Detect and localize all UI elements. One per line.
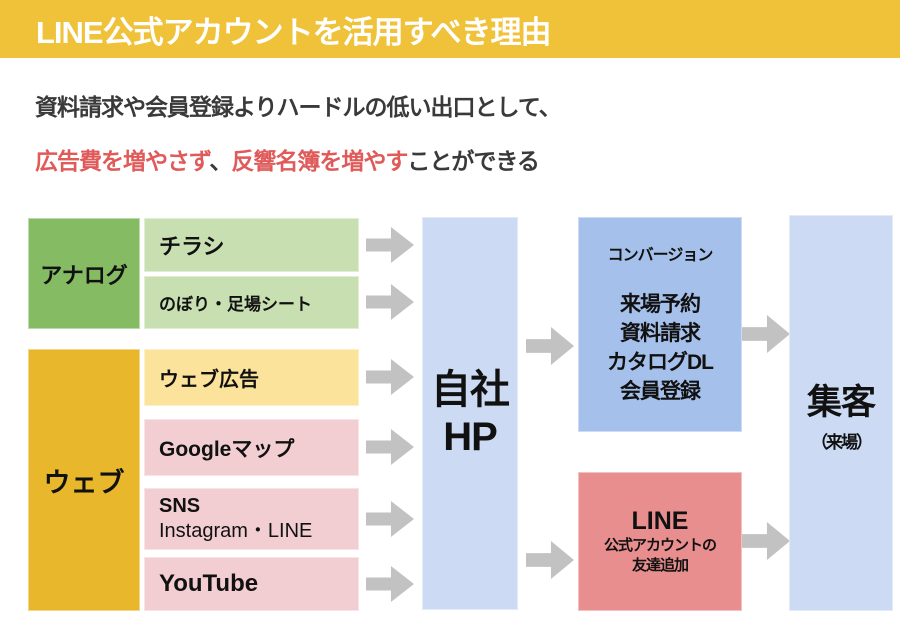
subtitle-emphasis-2: 反響名簿を増やす [231, 148, 408, 174]
line-friend-add-box: LINE 公式アカウントの 友達追加 [578, 472, 742, 611]
goal-subtitle: （来場） [811, 432, 873, 452]
line-box-line2: 公式アカウントの [603, 536, 717, 554]
conversion-item-visit-reservation: 来場予約 [620, 293, 701, 316]
channel-google-maps: Googleマップ [144, 419, 359, 476]
channel-sns: SNS Instagram・LINE [144, 488, 359, 550]
goal-box: 集客 （来場） [789, 215, 893, 611]
own-hp-box: 自社 HP [422, 217, 518, 610]
subtitle-line-1: 資料請求や会員登録よりハードルの低い出口として、 [35, 94, 562, 120]
conversion-items: 来場予約 資料請求 カタログDL 会員登録 [579, 290, 741, 406]
subtitle-tail: ことができる [407, 148, 540, 174]
group-web: ウェブ [28, 349, 140, 611]
line-box-line3: 友達追加 [631, 557, 689, 574]
subtitle-comma: 、 [209, 148, 232, 174]
right-arrow-icon-hp-to-line [526, 541, 574, 579]
conversion-header: コンバージョン [607, 247, 714, 264]
title-bar: LINE公式アカウントを活用すべき理由 [0, 0, 900, 58]
right-arrow-icon-conversion-to-goal [742, 315, 790, 353]
subtitle-line-2: 広告費を増やさず、反響名簿を増やすことができる [35, 142, 540, 176]
channel-sns-label: SNS [159, 495, 201, 517]
right-arrow-icon-line-to-goal [742, 522, 790, 560]
group-analog: アナログ [28, 218, 140, 329]
subtitle-emphasis-1: 広告費を増やさず [35, 148, 210, 174]
channel-youtube: YouTube [144, 557, 359, 611]
right-arrow-icon-webads-to-hp [366, 359, 414, 395]
right-arrow-icon-hp-to-conversion [526, 327, 574, 365]
conversion-item-catalog-dl: カタログDL [607, 351, 714, 374]
right-arrow-icon-maps-to-hp [366, 429, 414, 465]
channel-flyer: チラシ [144, 218, 359, 272]
page-title: LINE公式アカウントを活用すべき理由 [36, 14, 551, 50]
conversion-item-document-request: 資料請求 [620, 322, 701, 345]
own-hp-label: 自社 HP [431, 367, 510, 461]
line-box-title: LINE [631, 506, 689, 535]
channel-banner-sheet: のぼり・足場シート [144, 276, 359, 329]
conversion-box: コンバージョン 来場予約 資料請求 カタログDL 会員登録 [578, 217, 742, 432]
goal-title: 集客 [806, 382, 876, 422]
channel-sns-sublabel: Instagram・LINE [159, 520, 313, 542]
right-arrow-icon-flyer-to-hp [366, 227, 414, 263]
right-arrow-icon-sns-to-hp [366, 501, 414, 537]
channel-web-ads: ウェブ広告 [144, 349, 359, 406]
own-hp-line2: HP [443, 414, 498, 459]
right-arrow-icon-youtube-to-hp [366, 566, 414, 602]
own-hp-line1: 自社 [431, 367, 510, 412]
right-arrow-icon-banner-to-hp [366, 284, 414, 320]
conversion-item-member-registration: 会員登録 [620, 380, 701, 403]
